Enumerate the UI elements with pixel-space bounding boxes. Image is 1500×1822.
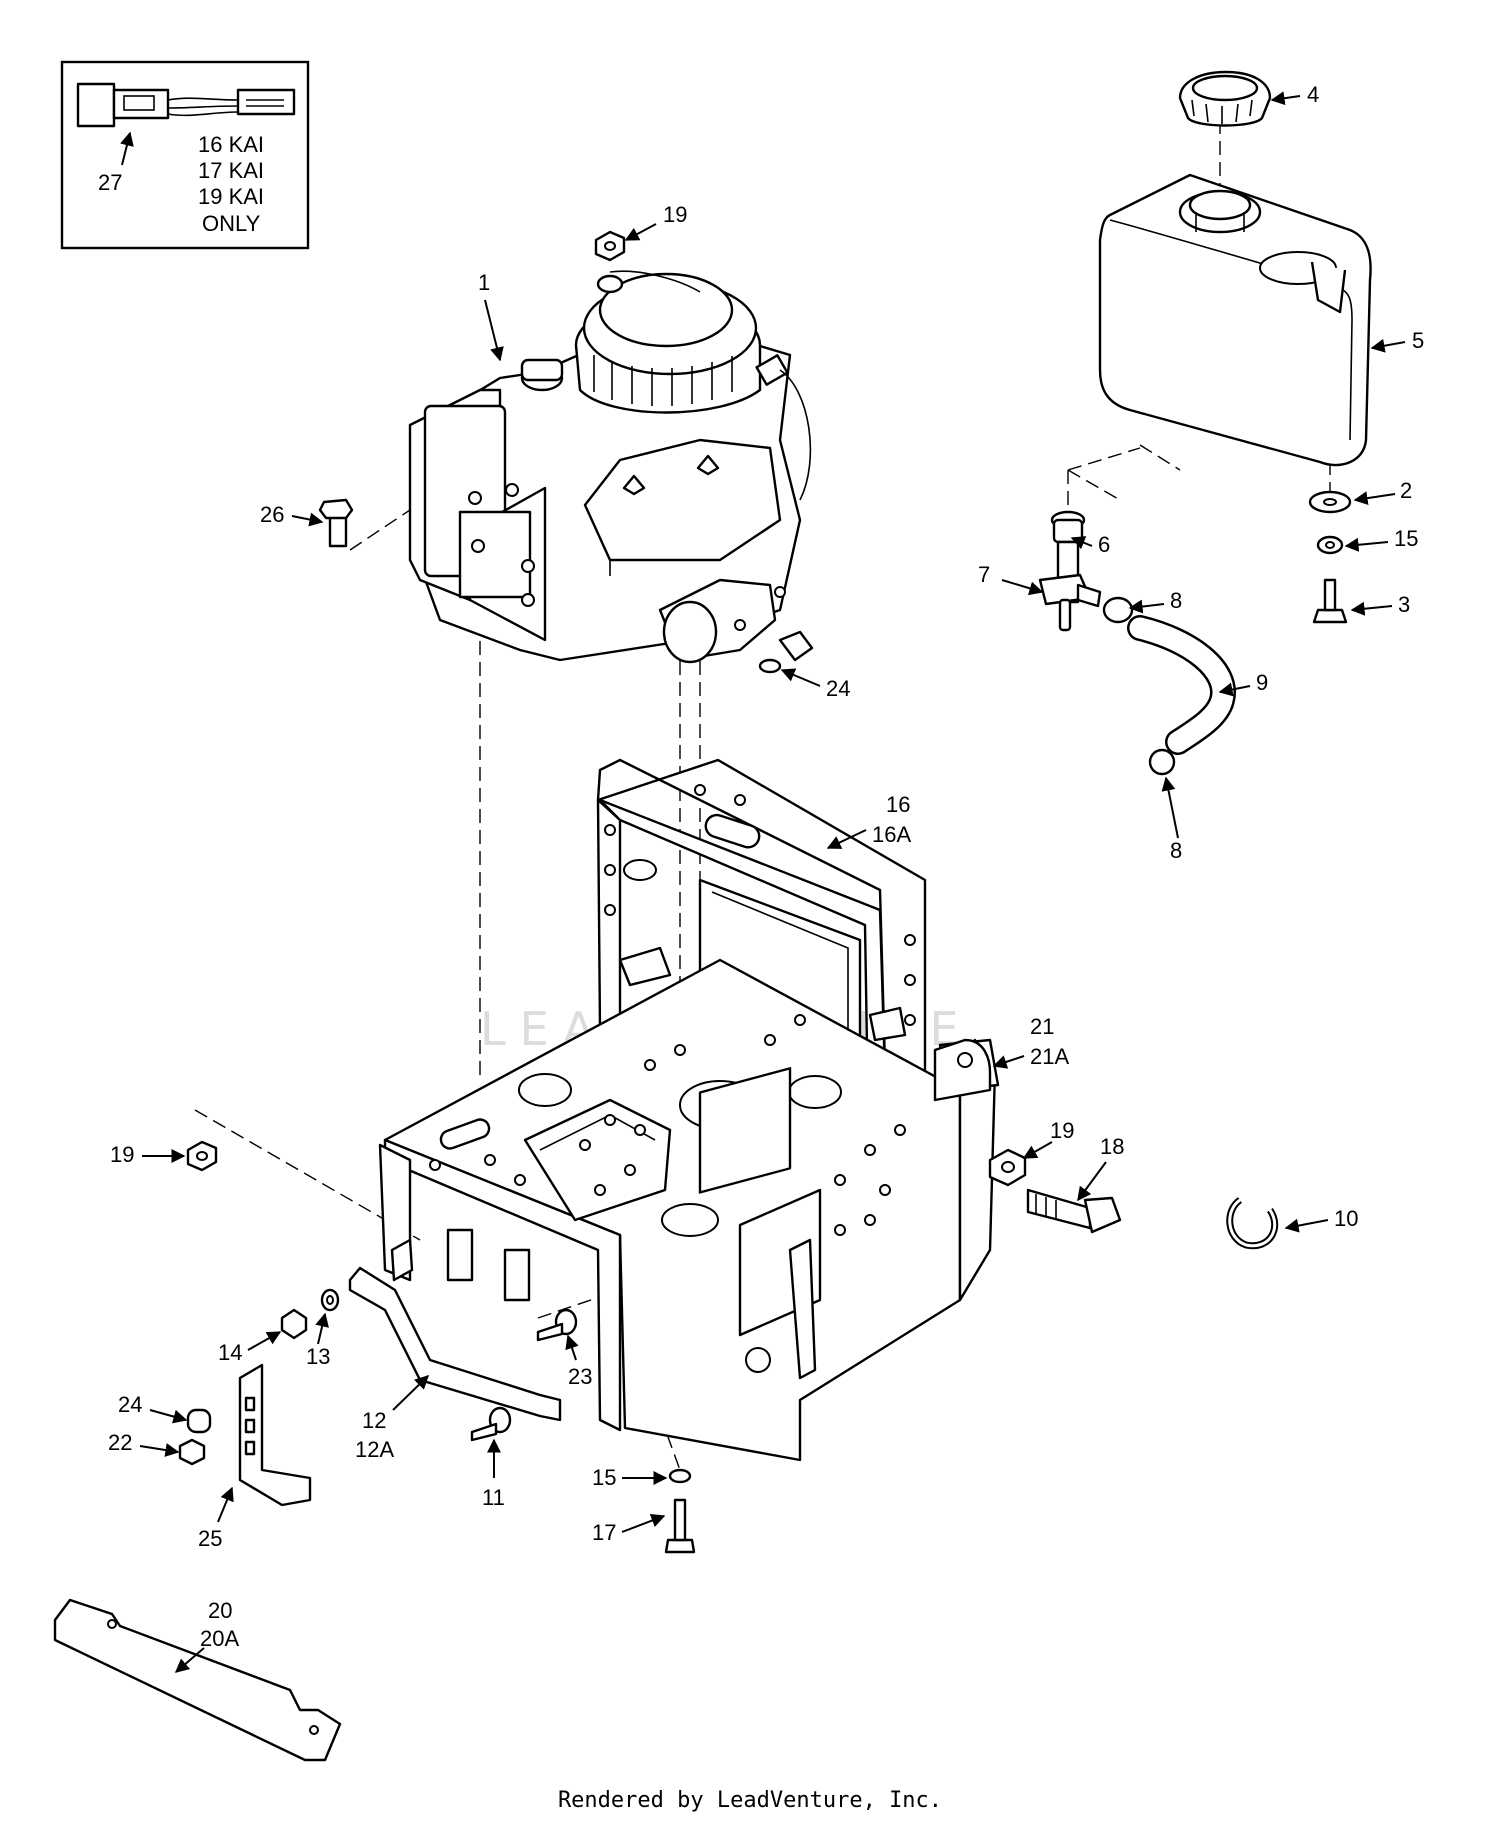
callout-21: 21 [1030, 1014, 1054, 1039]
callout-15b: 15 [592, 1465, 616, 1490]
callout-13: 13 [306, 1344, 330, 1369]
callout-2: 2 [1400, 478, 1412, 503]
callout-10: 10 [1334, 1206, 1358, 1231]
callout-14: 14 [218, 1340, 242, 1365]
inset-line-1: 16 KAI [198, 132, 264, 157]
bolt-icon [1312, 578, 1348, 624]
callout-23: 23 [568, 1364, 592, 1389]
fuel-cap [1178, 70, 1272, 127]
callout-24b: 24 [826, 676, 850, 701]
washer [1308, 490, 1352, 555]
screw-icon [178, 498, 696, 1554]
callout-17: 17 [592, 1520, 616, 1545]
callout-16a: 16A [872, 822, 911, 847]
callout-9: 9 [1256, 670, 1268, 695]
engine [408, 270, 812, 664]
callout-24a: 24 [118, 1392, 142, 1417]
callout-8b: 8 [1170, 838, 1182, 863]
fuel-tank [1098, 173, 1372, 467]
footer-credit: Rendered by LeadVenture, Inc. [557, 1788, 943, 1813]
p-clamp-icon [758, 630, 814, 674]
callout-12a: 12A [355, 1437, 394, 1462]
callout-20: 20 [208, 1598, 232, 1623]
callout-3: 3 [1398, 592, 1410, 617]
frame [378, 758, 1000, 1462]
callout-11: 11 [482, 1485, 505, 1510]
snap-ring [1226, 1197, 1279, 1250]
inset-line-2: 17 KAI [198, 158, 264, 183]
callout-25: 25 [198, 1526, 222, 1551]
callout-7: 7 [978, 562, 990, 587]
mount-bracket [933, 1038, 992, 1102]
shoulder-bolt [1026, 1188, 1122, 1234]
fuel-valve [1038, 510, 1102, 632]
callout-8a: 8 [1170, 588, 1182, 613]
callout-20a: 20A [200, 1626, 239, 1651]
callout-16: 16 [886, 792, 910, 817]
inset-line-3: 19 KAI [198, 184, 264, 209]
callout-labels: 1 2 3 4 5 6 7 8 8 9 10 11 12 12A 13 14 1… [108, 82, 1424, 1673]
callout-1: 1 [478, 270, 490, 295]
callout-21a: 21A [1030, 1044, 1069, 1069]
callout-4: 4 [1307, 82, 1319, 107]
callout-22: 22 [108, 1430, 132, 1455]
callout-19c: 19 [1050, 1118, 1074, 1143]
fuel-hose [1127, 615, 1236, 755]
callout-12: 12 [362, 1408, 386, 1433]
callout-18: 18 [1100, 1134, 1124, 1159]
callout-27: 27 [98, 170, 122, 195]
wing-nut-icon [622, 454, 720, 496]
skid-bar [53, 1598, 342, 1762]
callout-19b: 19 [110, 1142, 134, 1167]
hex-nut [186, 230, 1027, 1187]
cross-bracket [348, 1266, 562, 1422]
callout-26: 26 [260, 502, 284, 527]
l-bracket [238, 1363, 312, 1507]
callout-5: 5 [1412, 328, 1424, 353]
harness-inset: 27 16 KAI 17 KAI 19 KAI ONLY [60, 60, 310, 250]
callout-6: 6 [1098, 532, 1110, 557]
wiring-harness-icon [76, 82, 296, 128]
callout-15a: 15 [1394, 526, 1418, 551]
callout-19a: 19 [663, 202, 687, 227]
inset-line-4: ONLY [202, 211, 261, 236]
